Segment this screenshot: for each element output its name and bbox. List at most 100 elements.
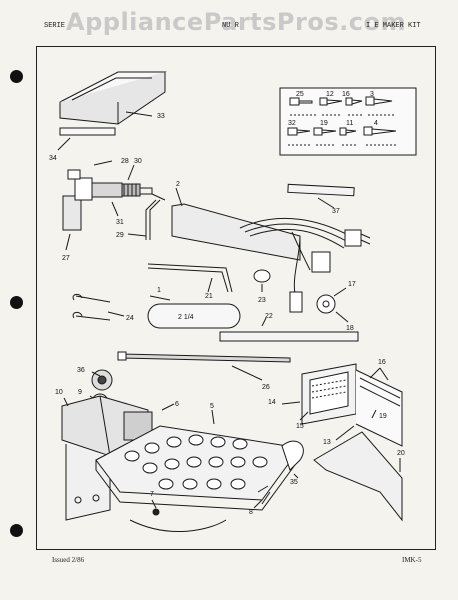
callout-1: 1 [157, 287, 161, 294]
leader-21 [207, 277, 213, 293]
leader-37 [317, 197, 335, 209]
callout-34: 34 [49, 155, 57, 162]
flat-strip-part [219, 331, 359, 342]
ice-maker-housing [61, 395, 153, 521]
header-center: NU R [222, 22, 239, 30]
header-left: SERIE [44, 22, 66, 30]
leader-7 [151, 499, 157, 509]
cable-tie-part [119, 353, 291, 363]
callout-29: 29 [116, 232, 124, 239]
callout-17: 17 [348, 281, 356, 288]
foam-strip-part [59, 127, 116, 136]
callout-28: 28 [121, 158, 129, 165]
wire-harness [239, 217, 371, 313]
callout-21: 21 [205, 293, 213, 300]
callout-10: 10 [55, 389, 63, 396]
callout-31: 31 [116, 219, 124, 226]
ice-bin-part [59, 71, 167, 125]
hose-clamp-part [253, 269, 271, 283]
screw-set [287, 96, 398, 146]
callout-9: 9 [78, 389, 82, 396]
callout-25: 25 [296, 91, 304, 98]
mold-heater-part [171, 203, 301, 261]
leader-14 [281, 401, 301, 405]
leader-26 [231, 365, 263, 381]
leader-33 [125, 111, 153, 117]
leader-6 [161, 403, 175, 411]
leader-29 [127, 233, 147, 237]
callout-26: 26 [262, 384, 270, 391]
leader-8 [253, 499, 263, 509]
leader-31 [111, 201, 119, 217]
issued-date: Issued 2/86 [52, 556, 85, 564]
callout-19-screw: 19 [320, 120, 328, 127]
page-code: IMK-5 [402, 556, 422, 564]
leader-35 [293, 473, 299, 479]
tube-mark: 2 1/4 [178, 314, 194, 321]
watermark: AppliancePartsPros.com [66, 8, 406, 36]
shelf-part [313, 431, 403, 522]
leader-27 [65, 233, 71, 251]
front-cover-assembly [301, 363, 403, 447]
callout-33: 33 [157, 113, 165, 120]
shut-off-gasket-part [287, 183, 355, 197]
callout-2: 2 [176, 181, 180, 188]
callout-32: 32 [288, 120, 296, 127]
callout-5: 5 [210, 403, 214, 410]
leader-36 [91, 371, 101, 377]
thermostat-part [281, 440, 304, 471]
callout-13: 13 [323, 439, 331, 446]
callout-23: 23 [258, 297, 266, 304]
leader-15 [299, 411, 309, 421]
callout-6: 6 [175, 401, 179, 408]
callout-18: 18 [346, 325, 354, 332]
callout-11: 11 [346, 120, 353, 127]
callout-35: 35 [290, 479, 298, 486]
callout-22: 22 [265, 313, 273, 320]
ice-mold-tray [95, 425, 301, 511]
callout-labels: 33 34 28 30 2 31 29 27 37 21 23 1 2 1/4 … [49, 91, 405, 516]
leader-24 [107, 311, 125, 317]
leader-13 [335, 425, 355, 441]
callout-3: 3 [370, 91, 374, 98]
callout-20: 20 [397, 450, 405, 457]
screw-part [257, 485, 271, 505]
callout-7: 7 [150, 491, 154, 498]
callout-15: 15 [296, 423, 304, 430]
binder-hole [10, 296, 23, 309]
leader-30 [127, 164, 135, 181]
leader-28 [93, 160, 113, 166]
spring-part [72, 293, 111, 303]
inlet-tube-part [145, 193, 166, 240]
callout-16-screw: 16 [342, 91, 350, 98]
leader-18 [335, 311, 349, 323]
diagram-frame [36, 46, 436, 550]
callout-36: 36 [77, 367, 85, 374]
callout-4: 4 [374, 120, 378, 127]
leader-10 [63, 397, 69, 407]
callout-24: 24 [126, 315, 134, 322]
leader-2 [175, 187, 183, 207]
shaft-part [147, 263, 233, 293]
washer-part [316, 294, 336, 314]
callout-12: 12 [326, 91, 334, 98]
leader-22 [261, 317, 267, 327]
leader-34 [57, 137, 71, 151]
wire-lead-part [129, 519, 227, 532]
leader-19 [371, 409, 377, 419]
callout-14: 14 [268, 399, 276, 406]
callout-16: 16 [378, 359, 386, 366]
header-right: I E MAKER KIT [366, 22, 421, 30]
fill-tube-part [147, 303, 241, 329]
leader-17 [333, 287, 347, 297]
binder-hole [10, 524, 23, 537]
callout-27: 27 [62, 255, 70, 262]
callout-8: 8 [249, 509, 253, 516]
leader-1 [149, 295, 171, 301]
callout-19: 19 [379, 413, 387, 420]
callout-30: 30 [134, 158, 142, 165]
spring-part [72, 311, 111, 321]
water-valve-assembly [62, 169, 153, 231]
